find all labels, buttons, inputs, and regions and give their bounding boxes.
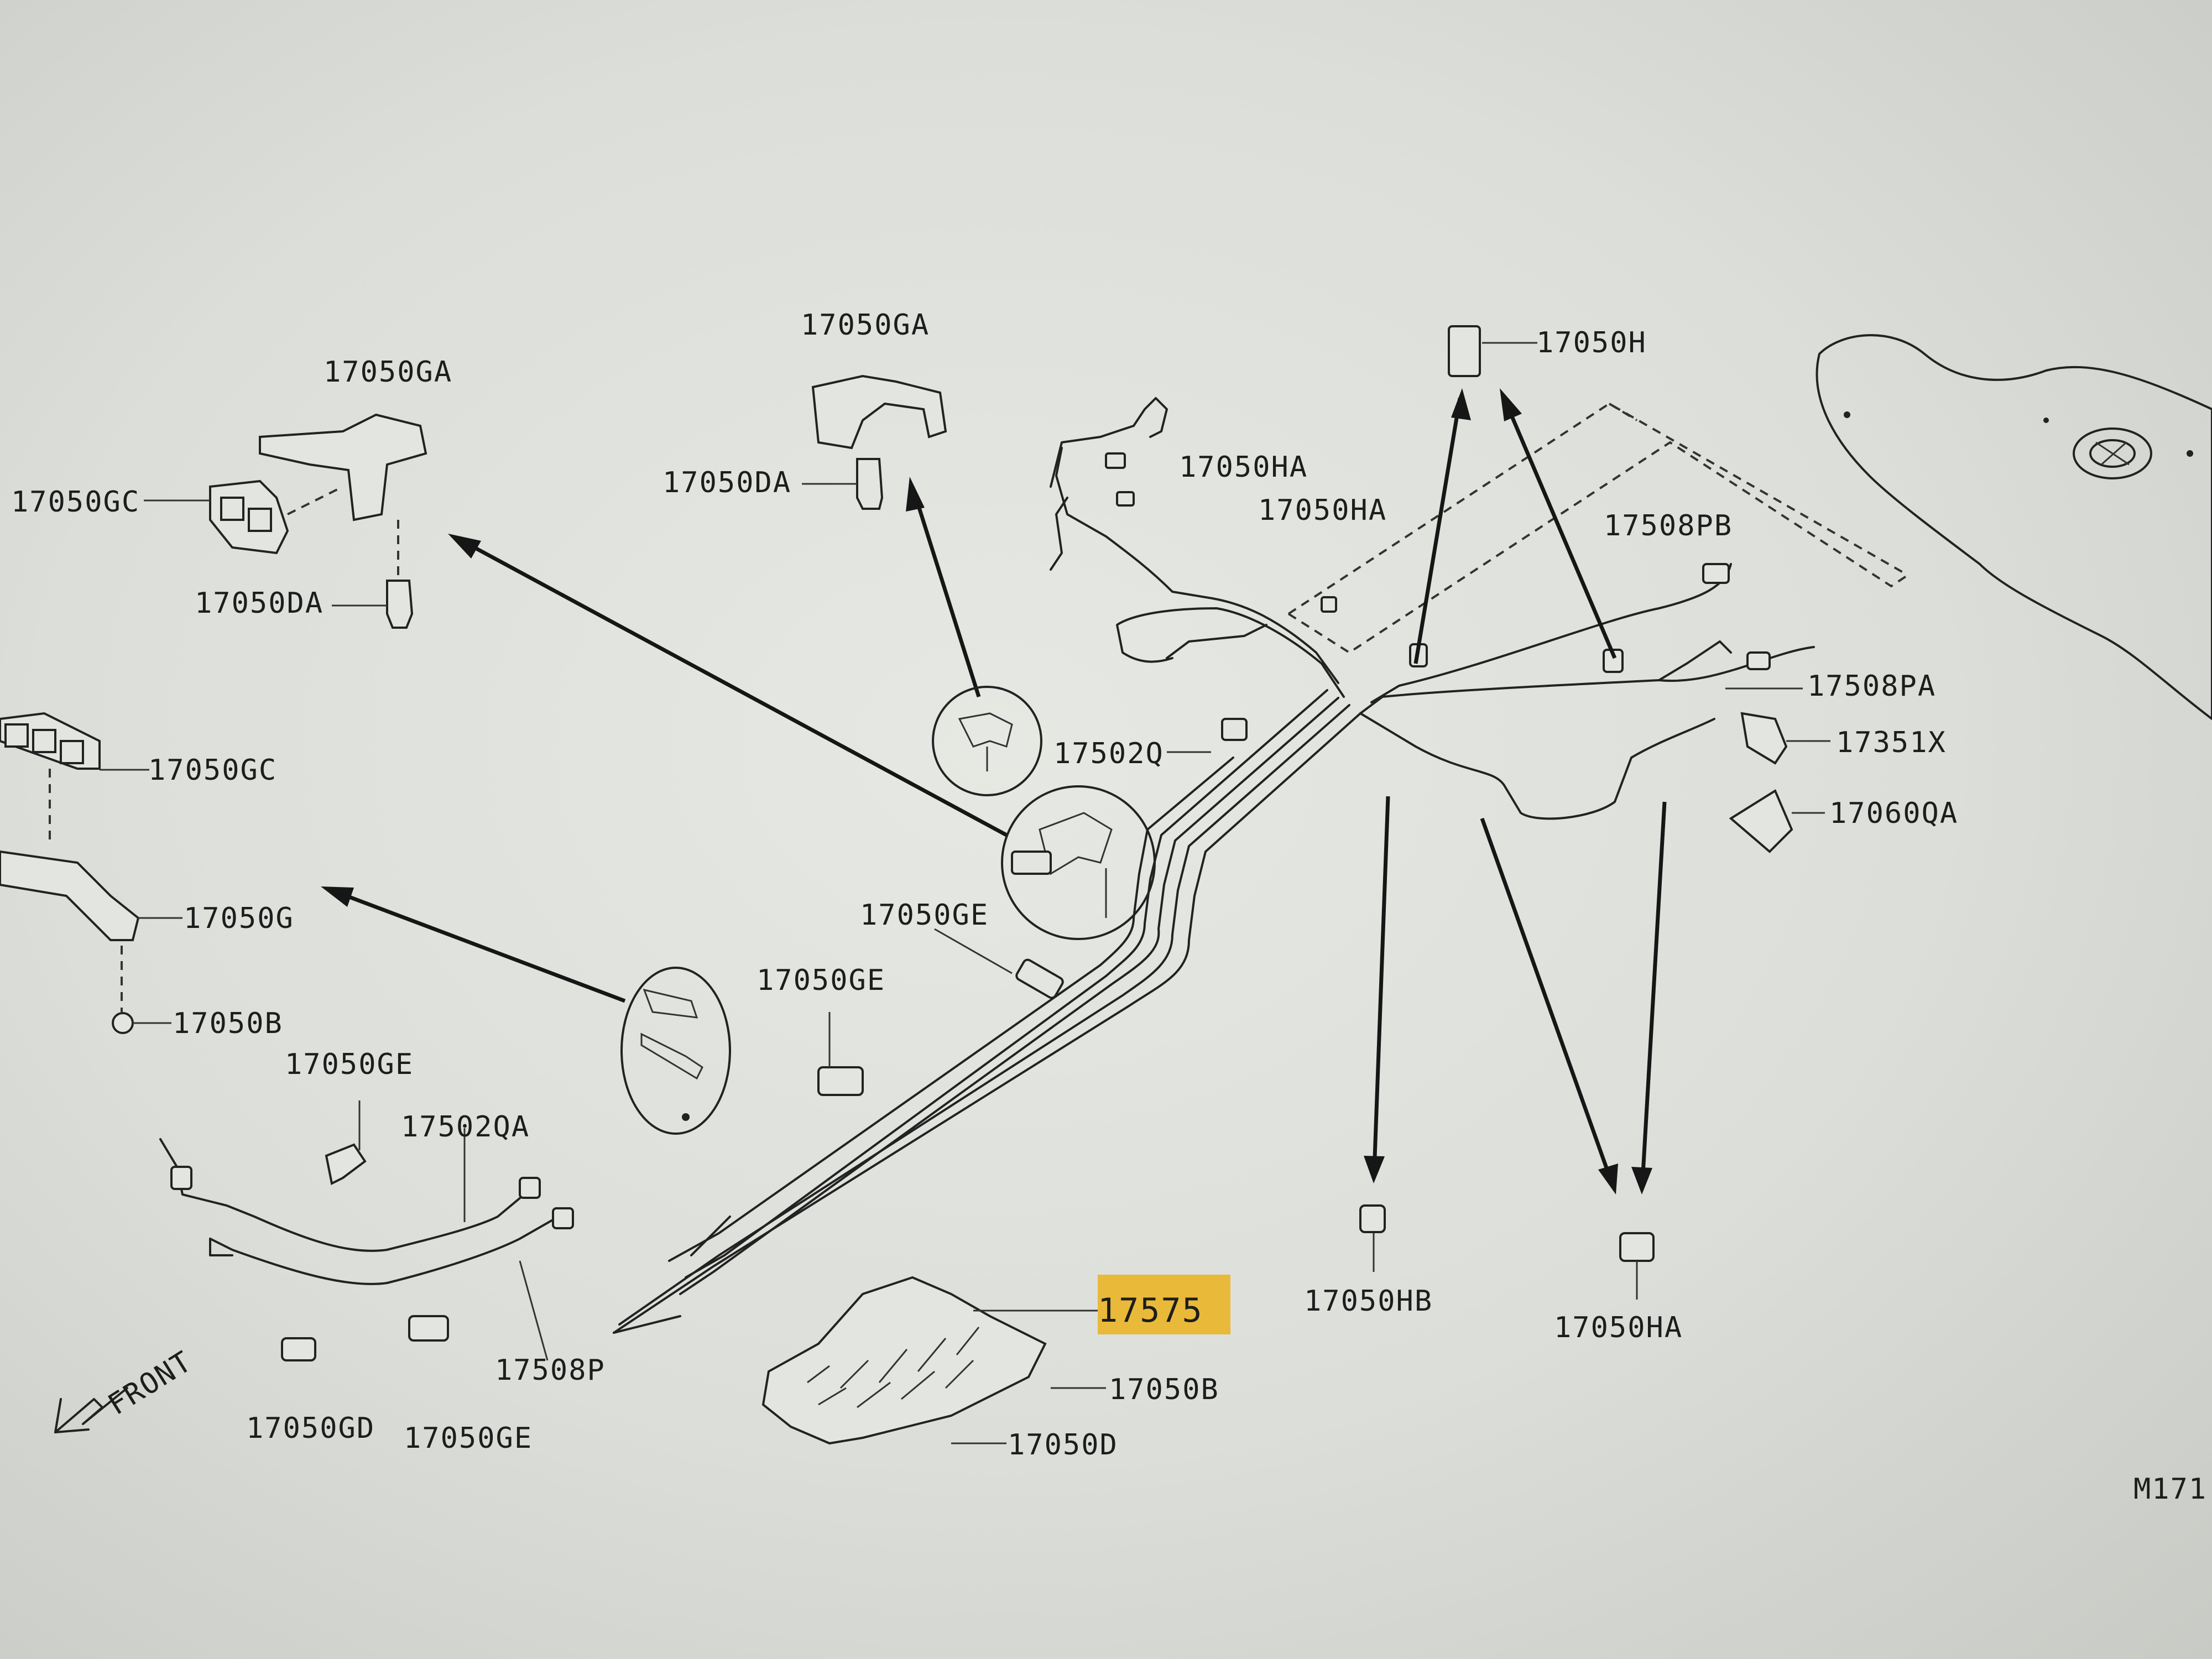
label-17050B-a: 17050B (173, 1007, 283, 1040)
bracket-17050GA-left (144, 413, 427, 629)
main-fuel-tube-bundle (613, 689, 1361, 1334)
label-17050DA-a: 17050DA (195, 587, 324, 620)
label-17050GC-b: 17050GC (148, 754, 277, 787)
loose-clips (281, 928, 1064, 1361)
label-front: FRONT (102, 1345, 198, 1422)
label-17050HA-b: 17050HA (1258, 494, 1387, 527)
part-labels: 17050GA 17050GC 17050DA 17050GA 17050DA … (11, 309, 2207, 1506)
label-17050GE-b: 17050GE (757, 964, 885, 997)
protector-17575 (761, 1276, 1106, 1445)
label-17050D: 17050D (1008, 1428, 1118, 1462)
label-17050HA-c: 17050HA (1554, 1311, 1683, 1344)
label-17050GD: 17050GD (246, 1412, 375, 1445)
label-17502Q: 17502Q (1053, 737, 1164, 770)
label-17508PA: 17508PA (1807, 670, 1936, 703)
label-17508PB: 17508PB (1604, 509, 1733, 542)
label-17575: 17575 (1098, 1291, 1203, 1330)
figure-code: M171 (2133, 1473, 2207, 1506)
reference-arrows (321, 388, 1667, 1194)
label-17050H: 17050H (1536, 326, 1647, 359)
label-17050DA-b: 17050DA (662, 466, 791, 499)
label-17050G: 17050G (184, 902, 294, 935)
upper-right-tubes (1050, 397, 1815, 820)
highlight-17575 (1098, 1275, 1230, 1334)
clips-lower-right (1167, 325, 1830, 1300)
label-17060QA: 17060QA (1829, 797, 1958, 830)
label-17050GE-c: 17050GE (285, 1048, 414, 1081)
label-17050HB: 17050HB (1304, 1285, 1433, 1318)
tube-17502QA (159, 1128, 574, 1361)
tank-outline-dashed (1287, 402, 1909, 654)
label-17508P: 17508P (495, 1354, 606, 1387)
detail-circles (620, 686, 1156, 1135)
bracket-17050G (0, 712, 182, 1034)
label-17050GA-b: 17050GA (801, 309, 930, 342)
label-17050HA-a: 17050HA (1179, 451, 1308, 484)
fuel-tank (1815, 334, 2212, 720)
label-17050GE-d: 17050GE (404, 1422, 533, 1455)
label-17050GC-a: 17050GC (11, 486, 140, 519)
label-17050B-b: 17050B (1109, 1373, 1219, 1406)
label-17351X: 17351X (1836, 726, 1947, 759)
label-17502QA: 17502QA (401, 1110, 530, 1144)
front-arrow-icon (54, 1387, 128, 1433)
bracket-17050GA-center (802, 374, 947, 510)
label-17050GA-a: 17050GA (324, 356, 452, 389)
label-17050GE-a: 17050GE (860, 899, 989, 932)
